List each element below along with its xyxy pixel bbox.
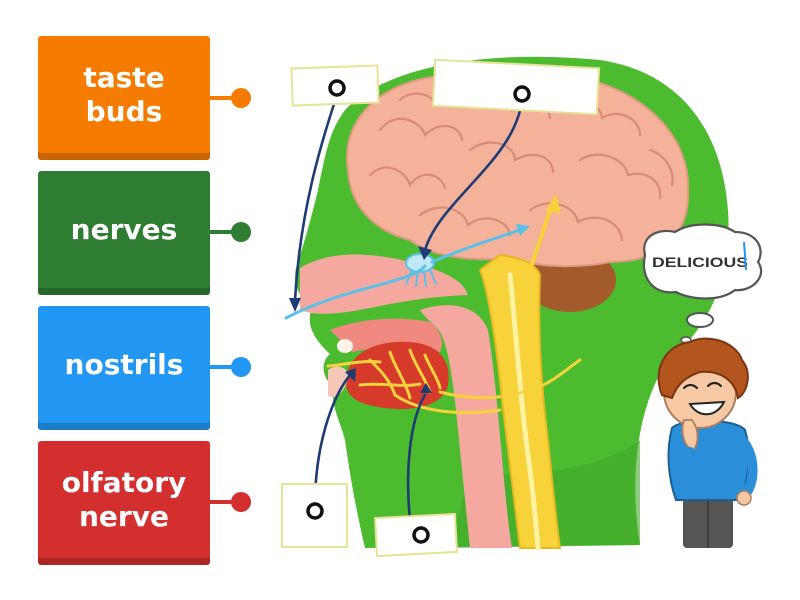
drop-target-2[interactable] — [431, 58, 601, 116]
tile-label: nostrils — [64, 348, 184, 381]
drop-target-2-marker — [513, 85, 531, 103]
lower-lip — [328, 366, 349, 398]
boy-arm — [737, 435, 758, 500]
drop-target-3-marker — [306, 502, 324, 520]
connector-line — [210, 365, 240, 369]
connector-dot — [231, 357, 251, 377]
drop-target-4[interactable] — [374, 512, 458, 558]
thought-bubble-accent — [743, 241, 747, 271]
boy-hair — [657, 337, 749, 400]
spinal-cord-highlight — [507, 272, 541, 551]
thought-bubble-text: DELICIOUS — [652, 254, 748, 270]
tile-label: nerves — [70, 213, 178, 246]
leader-arrowhead-2 — [418, 246, 432, 260]
tile-label: olfatory nerve — [61, 466, 187, 533]
connector-handle-olfatory-nerve[interactable] — [210, 492, 252, 512]
connector-dot — [231, 222, 251, 242]
connector-handle-taste-buds[interactable] — [210, 88, 252, 108]
connector-handle-nostrils[interactable] — [210, 357, 252, 377]
tile-label: taste buds — [83, 61, 165, 128]
drop-target-3[interactable] — [281, 483, 348, 548]
drop-target-1[interactable] — [290, 64, 380, 107]
boy-smile — [688, 400, 726, 416]
tile-nerves[interactable]: nerves — [38, 171, 210, 295]
connector-line — [210, 500, 240, 504]
gustatory-nerve-path — [518, 203, 554, 300]
upper-lip — [337, 339, 353, 353]
smell-pathway — [284, 264, 427, 320]
leader-arrowhead-3 — [345, 368, 356, 382]
connector-dot — [231, 88, 251, 108]
airway-tube — [420, 305, 512, 548]
smell-arrowhead — [516, 224, 530, 236]
leader-arrowhead-4 — [420, 383, 432, 393]
tile-taste-buds[interactable]: taste buds — [38, 36, 210, 160]
drop-target-1-marker — [328, 79, 346, 97]
cartoon-boy — [657, 337, 758, 548]
boy-shirt — [667, 419, 750, 501]
gustatory-arrowhead — [546, 194, 561, 214]
connector-dot — [231, 492, 251, 512]
drop-target-4-marker — [412, 526, 430, 544]
tile-olfatory-nerve[interactable]: olfatory nerve — [38, 441, 210, 565]
smell-pathway-upper — [430, 228, 522, 264]
tile-nostrils[interactable]: nostrils — [38, 306, 210, 430]
connector-line — [210, 230, 240, 234]
leader-arrowhead-1 — [289, 298, 301, 312]
connector-line — [210, 96, 240, 100]
connector-handle-nerves[interactable] — [210, 222, 252, 242]
